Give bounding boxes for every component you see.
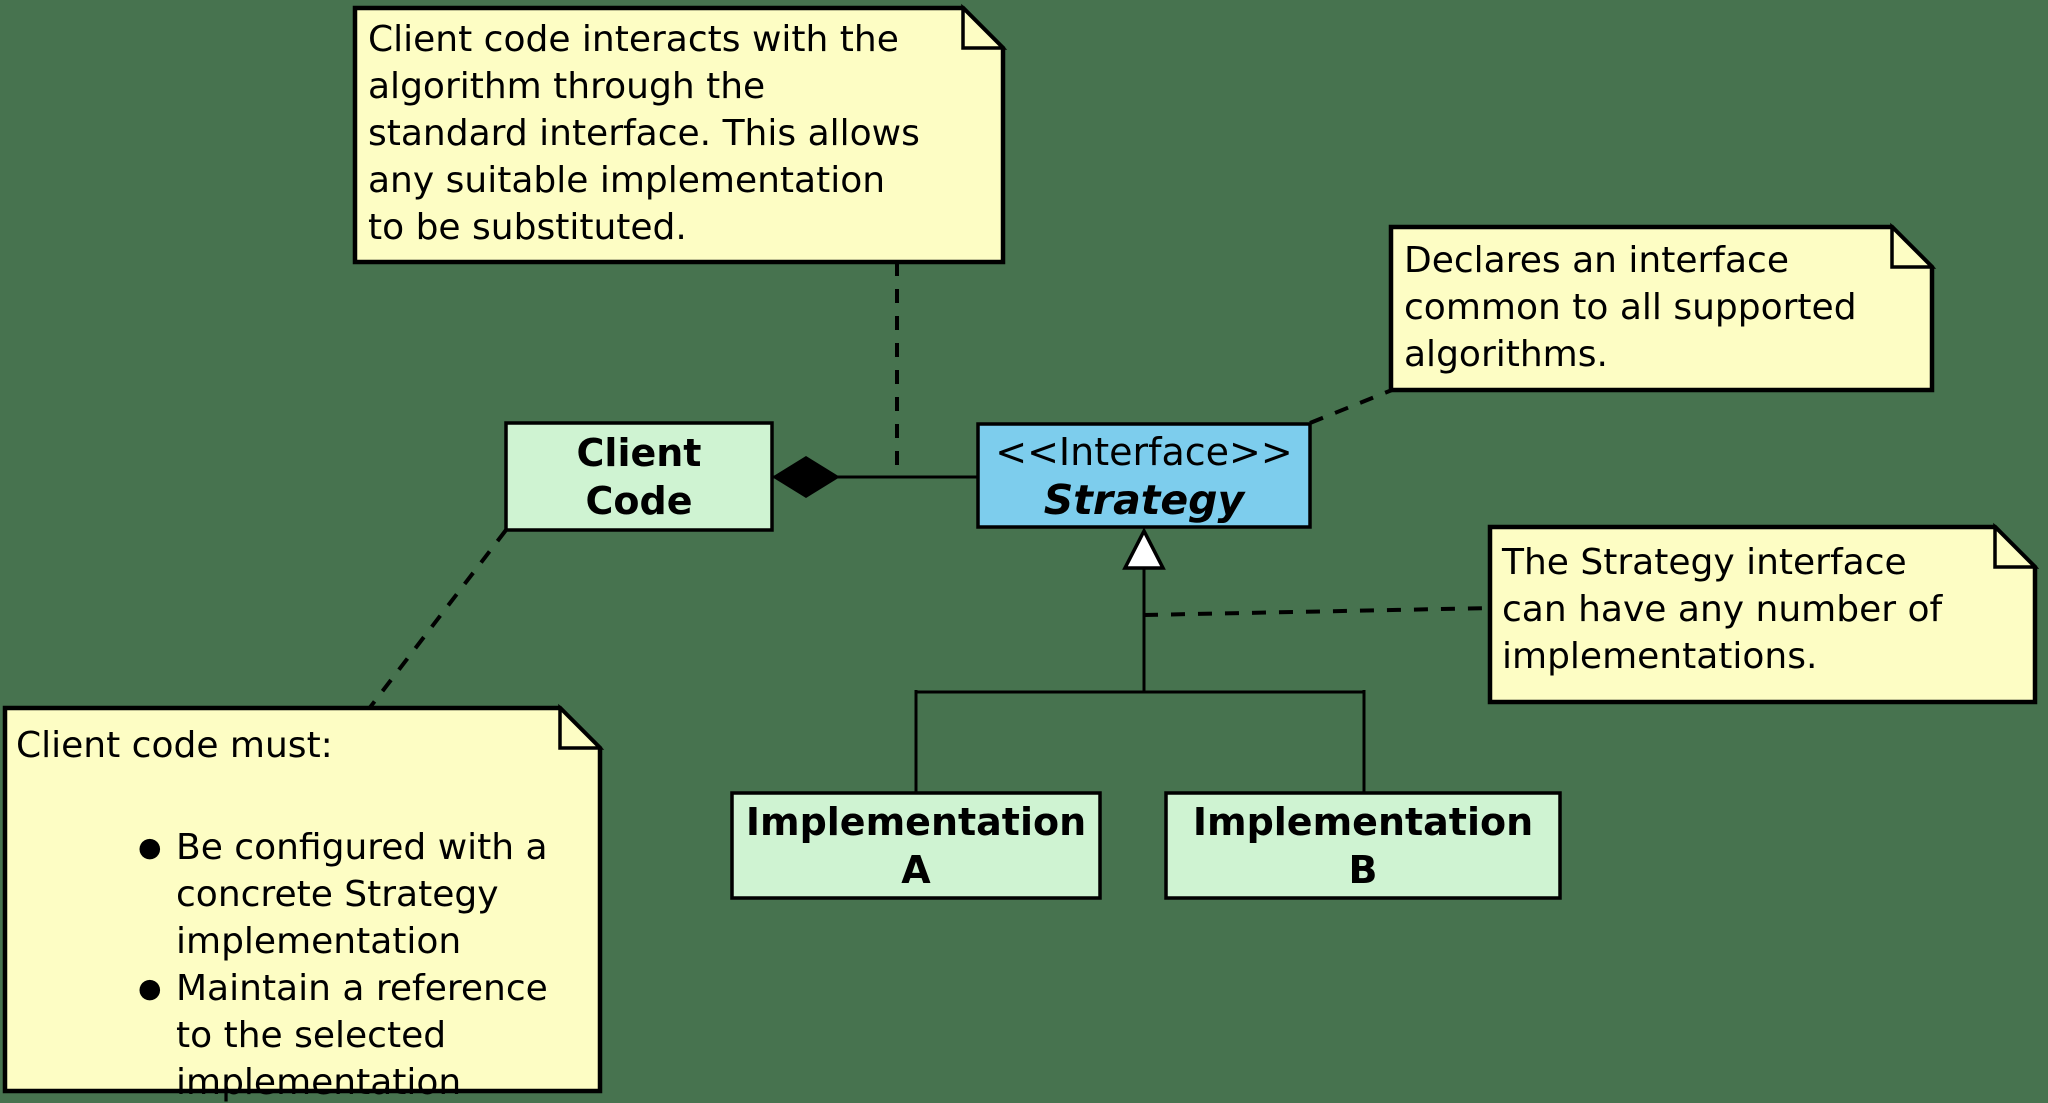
class-label-strategy: <<Interface>> Strategy <box>978 424 1310 527</box>
note-line: to the selected <box>176 1015 447 1056</box>
note-line: implementation <box>176 1062 462 1103</box>
note-line: Maintain a reference <box>176 968 548 1009</box>
bullet-text: Be configured with a concrete Strategy i… <box>176 824 548 965</box>
bullet-icon: ● <box>138 973 162 1004</box>
note-line: to be substituted. <box>368 207 687 248</box>
class-box-implementation-a <box>730 791 1102 900</box>
note-line: standard interface. This allows <box>368 113 920 154</box>
interface-name: Strategy <box>1043 475 1245 524</box>
note-anchor-dashed-strategy-implementations <box>1143 606 1493 617</box>
note-line: Be configured with a <box>176 827 548 868</box>
note-title: Client code must: <box>16 725 333 766</box>
class-box-implementation-b <box>1164 791 1562 900</box>
note-fold-strategy-implementations <box>1993 522 2040 569</box>
note-client-interaction: Client code interacts with the algorithm… <box>368 16 920 251</box>
note-line: Declares an interface <box>1404 240 1789 281</box>
class-box-client-code <box>504 421 774 532</box>
class-name-line: Implementation <box>745 799 1087 844</box>
bullet-item: ● Be configured with a concrete Strategy… <box>138 824 598 965</box>
note-fold-client-interaction <box>961 3 1008 50</box>
note-strategy-implementations: The Strategy interface can have any numb… <box>1502 539 1942 680</box>
note-shape-declares-interface <box>1388 224 1935 393</box>
class-name-line: A <box>901 847 931 892</box>
note-shape-strategy-implementations <box>1487 524 2038 705</box>
note-fold-declares-interface <box>1890 222 1937 269</box>
generalization-triangle-icon <box>1122 527 1166 570</box>
note-line: implementation <box>176 921 462 962</box>
class-label-implementation-b: Implementation B <box>1166 793 1560 898</box>
class-label-implementation-a: Implementation A <box>732 793 1100 898</box>
note-line: concrete Strategy <box>176 874 499 915</box>
class-label-client-code: Client Code <box>506 423 772 530</box>
note-fold-client-requirements <box>558 703 605 750</box>
note-line: implementations. <box>1502 636 1818 677</box>
note-line: algorithms. <box>1404 334 1608 375</box>
class-name-line: B <box>1348 847 1378 892</box>
note-line: The Strategy interface <box>1502 542 1907 583</box>
note-client-requirements-bullets: ● Be configured with a concrete Strategy… <box>138 824 598 1103</box>
note-line: algorithm through the <box>368 66 766 107</box>
note-line: can have any number of <box>1502 589 1943 630</box>
aggregation-diamond-icon <box>772 456 840 498</box>
note-anchor-dashed-client-requirements <box>366 528 508 712</box>
class-name-line: Client <box>576 430 702 475</box>
note-line: Client code interacts with the <box>368 19 899 60</box>
class-box-strategy-interface <box>976 422 1312 529</box>
bullet-icon: ● <box>138 832 162 863</box>
class-name-line: Code <box>585 478 693 523</box>
note-shape-client-interaction <box>352 5 1006 265</box>
interface-stereotype: <<Interface>> <box>995 429 1293 474</box>
note-line: common to all supported <box>1404 287 1857 328</box>
class-name-line: Implementation <box>1192 799 1534 844</box>
note-line: any suitable implementation <box>368 160 886 201</box>
note-client-requirements-title: Client code must: <box>16 722 333 769</box>
bullet-text: Maintain a reference to the selected imp… <box>176 965 548 1103</box>
note-anchor-dashed-declares-interface <box>1309 388 1393 425</box>
note-declares-interface: Declares an interface common to all supp… <box>1404 237 1857 378</box>
note-shape-client-requirements <box>2 705 603 1094</box>
bullet-item: ● Maintain a reference to the selected i… <box>138 965 598 1103</box>
